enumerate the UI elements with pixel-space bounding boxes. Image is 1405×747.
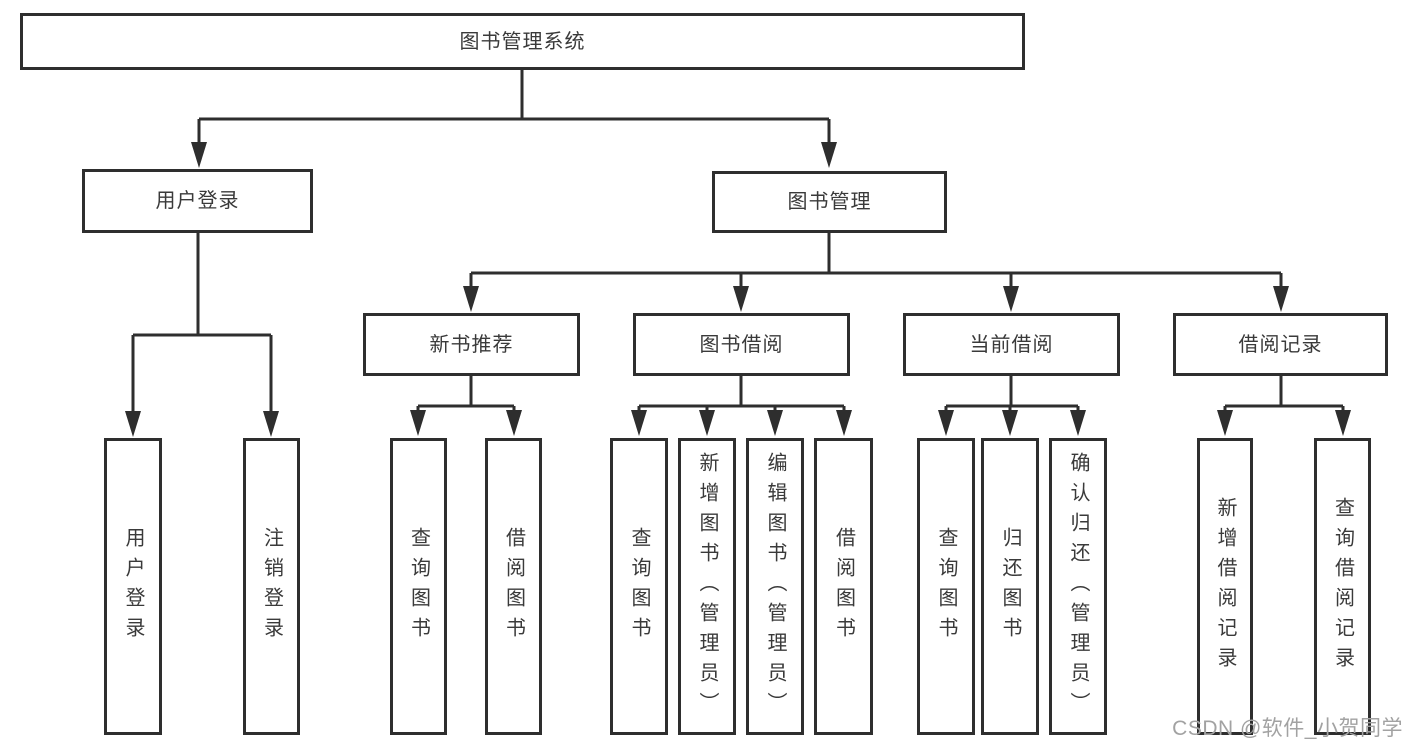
connector-line xyxy=(469,273,473,288)
node-records-query-record: 查询借阅记录 xyxy=(1314,438,1371,735)
node-recommend-query-books: 查询图书 xyxy=(390,438,447,735)
arrowhead-icon xyxy=(1003,286,1019,312)
connector-line xyxy=(196,233,200,335)
connector-line xyxy=(197,119,201,144)
node-label: 查询图书 xyxy=(935,526,957,647)
node-borrowing-borrow-books: 借阅图书 xyxy=(814,438,873,735)
connector-line xyxy=(416,406,420,413)
node-current-borrowing: 当前借阅 xyxy=(903,313,1120,376)
arrowhead-icon xyxy=(1273,286,1289,312)
connector-line xyxy=(842,406,846,413)
connector-line xyxy=(739,376,743,406)
arrowhead-icon xyxy=(1335,410,1351,436)
arrowhead-icon xyxy=(821,142,837,168)
node-label: 归还图书 xyxy=(999,526,1021,647)
node-borrowing-edit-books-admin: 编辑图书（管理员） xyxy=(746,438,804,735)
arrowhead-icon xyxy=(699,410,715,436)
arrowhead-icon xyxy=(191,142,207,168)
connector-line xyxy=(131,335,135,413)
connector-line xyxy=(705,406,709,413)
arrowhead-icon xyxy=(836,410,852,436)
node-label: 编辑图书（管理员） xyxy=(764,451,786,722)
node-label: 查询图书 xyxy=(628,526,650,647)
arrowhead-icon xyxy=(1070,410,1086,436)
csdn-watermark: CSDN @软件_小贺同学 xyxy=(1172,717,1403,740)
node-user-login-action: 用户登录 xyxy=(104,438,162,735)
node-label: 借阅图书 xyxy=(502,526,525,647)
connector-line xyxy=(1008,406,1012,413)
connector-line xyxy=(639,404,844,408)
connector-line xyxy=(1009,273,1013,288)
node-current-return-books: 归还图书 xyxy=(981,438,1039,735)
connector-line xyxy=(1279,376,1283,406)
arrowhead-icon xyxy=(1217,410,1233,436)
node-borrowing-records: 借阅记录 xyxy=(1173,313,1388,376)
connector-line xyxy=(520,70,524,120)
node-book-borrowing: 图书借阅 xyxy=(633,313,850,376)
connector-line xyxy=(739,273,743,288)
connector-line xyxy=(1279,273,1283,288)
arrowhead-icon xyxy=(733,286,749,312)
connector-line xyxy=(469,376,473,406)
node-label: 注销登录 xyxy=(260,526,283,647)
node-label: 查询图书 xyxy=(407,526,430,647)
connector-line xyxy=(827,233,831,273)
node-label: 确认归还（管理员） xyxy=(1067,451,1089,722)
connector-line xyxy=(133,333,271,337)
node-recommend-borrow-books: 借阅图书 xyxy=(485,438,542,735)
connector-line xyxy=(471,271,1281,275)
node-current-query-books: 查询图书 xyxy=(917,438,975,735)
node-book-management: 图书管理 xyxy=(712,171,947,233)
connector-line xyxy=(946,404,1078,408)
arrowhead-icon xyxy=(631,410,647,436)
node-records-add-record: 新增借阅记录 xyxy=(1197,438,1253,735)
arrowhead-icon xyxy=(125,411,141,437)
connector-line xyxy=(944,406,948,413)
connector-line xyxy=(827,119,831,144)
node-label: 借阅图书 xyxy=(832,526,855,647)
connector-line xyxy=(1225,404,1343,408)
arrowhead-icon xyxy=(1002,410,1018,436)
connector-line xyxy=(773,406,777,413)
node-label: 新增图书（管理员） xyxy=(696,451,718,722)
connector-line xyxy=(1009,376,1013,406)
connector-line xyxy=(269,335,273,413)
arrowhead-icon xyxy=(938,410,954,436)
node-label: 用户登录 xyxy=(122,526,144,647)
node-new-book-recommend: 新书推荐 xyxy=(363,313,580,376)
node-borrowing-query-books: 查询图书 xyxy=(610,438,668,735)
arrowhead-icon xyxy=(263,411,279,437)
connector-line xyxy=(1223,406,1227,413)
arrowhead-icon xyxy=(506,410,522,436)
connector-line xyxy=(637,406,641,413)
connector-line xyxy=(1341,406,1345,413)
node-borrowing-add-books-admin: 新增图书（管理员） xyxy=(678,438,736,735)
connector-line xyxy=(1076,406,1080,413)
arrowhead-icon xyxy=(463,286,479,312)
node-label: 新增借阅记录 xyxy=(1214,496,1236,677)
connector-line xyxy=(512,406,516,413)
node-current-confirm-return-admin: 确认归还（管理员） xyxy=(1049,438,1107,735)
node-label: 查询借阅记录 xyxy=(1331,496,1354,677)
arrowhead-icon xyxy=(410,410,426,436)
node-library-system: 图书管理系统 xyxy=(20,13,1025,70)
node-user-login: 用户登录 xyxy=(82,169,313,233)
node-logout: 注销登录 xyxy=(243,438,300,735)
connector-line xyxy=(418,404,514,408)
connector-line xyxy=(199,117,829,121)
arrowhead-icon xyxy=(767,410,783,436)
